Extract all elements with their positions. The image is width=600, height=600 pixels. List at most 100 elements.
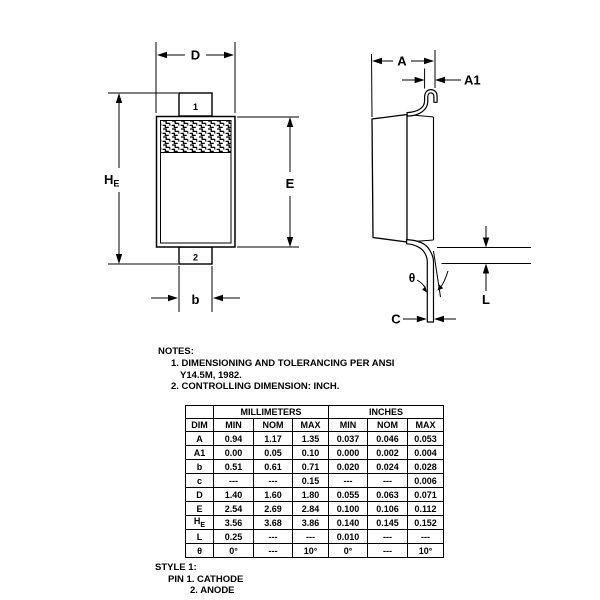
theta-leader-right <box>440 270 449 288</box>
side-body-outline <box>371 113 408 243</box>
value-cell: 0.51 <box>213 459 254 474</box>
pin2-function: 2. ANODE <box>190 585 235 597</box>
value-cell: 0.063 <box>367 487 408 502</box>
value-cell: 0.004 <box>407 445 444 460</box>
value-cell: --- <box>292 529 329 544</box>
theta-arrow-right-icon <box>437 284 444 291</box>
pin1-function: PIN 1. CATHODE <box>168 573 244 585</box>
col-header-mm-max: MAX <box>292 418 329 432</box>
dim-l: L <box>437 226 531 307</box>
col-header-dim: DIM <box>185 418 214 432</box>
e-arrow-down-icon <box>286 237 294 247</box>
c-arrow-right-icon <box>416 315 427 323</box>
cathode-band-hatch <box>161 121 231 153</box>
dim-he: HE <box>104 92 178 265</box>
value-cell: 2.84 <box>292 501 329 516</box>
col-header-in-nom: NOM <box>367 418 408 432</box>
value-cell: 0.15 <box>292 473 329 488</box>
table-group-header-row: MILLIMETERS INCHES <box>185 405 444 419</box>
a1-arrow-right-icon <box>414 76 425 84</box>
dim-cell: L <box>185 529 214 544</box>
value-cell: 0° <box>328 543 368 558</box>
l-arrow-up-icon <box>482 263 490 274</box>
dim-cell: D <box>185 487 214 502</box>
pin1-label: 1 <box>193 102 198 112</box>
dim-cell: θ <box>185 543 214 558</box>
value-cell: 0.055 <box>328 487 368 502</box>
c-arrow-left-icon <box>434 315 444 323</box>
value-cell: 0.106 <box>367 501 408 516</box>
l-arrow-down-icon <box>482 237 490 248</box>
millimeters-header: MILLIMETERS <box>213 405 329 419</box>
a1-arrow-left-icon <box>435 76 445 84</box>
notes-title: NOTES: <box>158 346 194 357</box>
value-cell: 0.152 <box>407 515 444 530</box>
value-cell: 1.40 <box>213 487 254 502</box>
style-title: STYLE 1: <box>155 562 197 573</box>
dim-cell: c <box>185 473 214 488</box>
dim-cell: A <box>185 431 214 446</box>
value-cell: 3.68 <box>253 515 293 530</box>
value-cell: 2.54 <box>213 501 254 516</box>
value-cell: 0.020 <box>328 459 368 474</box>
corner-cell <box>185 405 214 419</box>
dim-label-theta: θ <box>409 271 416 285</box>
notes-block: NOTES: 1. DIMENSIONING AND TOLERANCING P… <box>158 346 394 393</box>
dim-d: D <box>155 42 236 113</box>
value-cell: 0.10 <box>292 445 329 460</box>
value-cell: 0.140 <box>328 515 368 530</box>
dim-label-b: b <box>192 292 200 307</box>
col-header-in-min: MIN <box>328 418 368 432</box>
value-cell: 0.071 <box>407 487 444 502</box>
value-cell: 2.69 <box>253 501 293 516</box>
col-header-in-max: MAX <box>407 418 444 432</box>
value-cell: 0.145 <box>367 515 408 530</box>
value-cell: --- <box>253 543 293 558</box>
value-cell: 1.35 <box>292 431 329 446</box>
dim-cell: E <box>185 501 214 516</box>
value-cell: 0.00 <box>213 445 254 460</box>
note-1: 1. DIMENSIONING AND TOLERANCING PER ANSI <box>171 357 395 369</box>
he-arrow-down-icon <box>115 254 123 264</box>
value-cell: 0.037 <box>328 431 368 446</box>
dim-label-d: D <box>191 48 200 63</box>
inches-header: INCHES <box>328 405 444 419</box>
value-cell: 3.56 <box>213 515 254 530</box>
value-cell: 0.053 <box>407 431 444 446</box>
note-1-continued: Y14.5M, 1982. <box>180 369 242 381</box>
dim-label-c: C <box>391 312 401 327</box>
dim-theta: θ <box>409 250 449 298</box>
top-lead <box>406 89 438 117</box>
pin2-label: 2 <box>193 253 198 263</box>
value-cell: 1.17 <box>253 431 293 446</box>
a-extension-line-left <box>371 53 373 118</box>
dim-label-e: E <box>286 176 295 191</box>
value-cell: --- <box>407 529 444 544</box>
value-cell: --- <box>213 473 254 488</box>
he-arrow-up-icon <box>115 93 123 103</box>
b-arrow-right-icon <box>168 294 178 302</box>
dim-label-l: L <box>482 292 490 307</box>
value-cell: 0.112 <box>407 501 444 516</box>
dim-label-a1: A1 <box>464 73 481 88</box>
value-cell: --- <box>367 473 408 488</box>
value-cell: 0° <box>213 543 254 558</box>
value-cell: 0.25 <box>213 529 254 544</box>
value-cell: 1.60 <box>253 487 293 502</box>
value-cell: --- <box>253 529 293 544</box>
package-drawing: D 1 2 HE <box>104 42 531 327</box>
front-view: D 1 2 HE <box>104 42 299 312</box>
value-cell: 0.010 <box>328 529 368 544</box>
bottom-lead <box>406 239 435 323</box>
dim-cell: b <box>185 459 214 474</box>
dim-label-a: A <box>397 54 407 69</box>
value-cell: 0.028 <box>407 459 444 474</box>
